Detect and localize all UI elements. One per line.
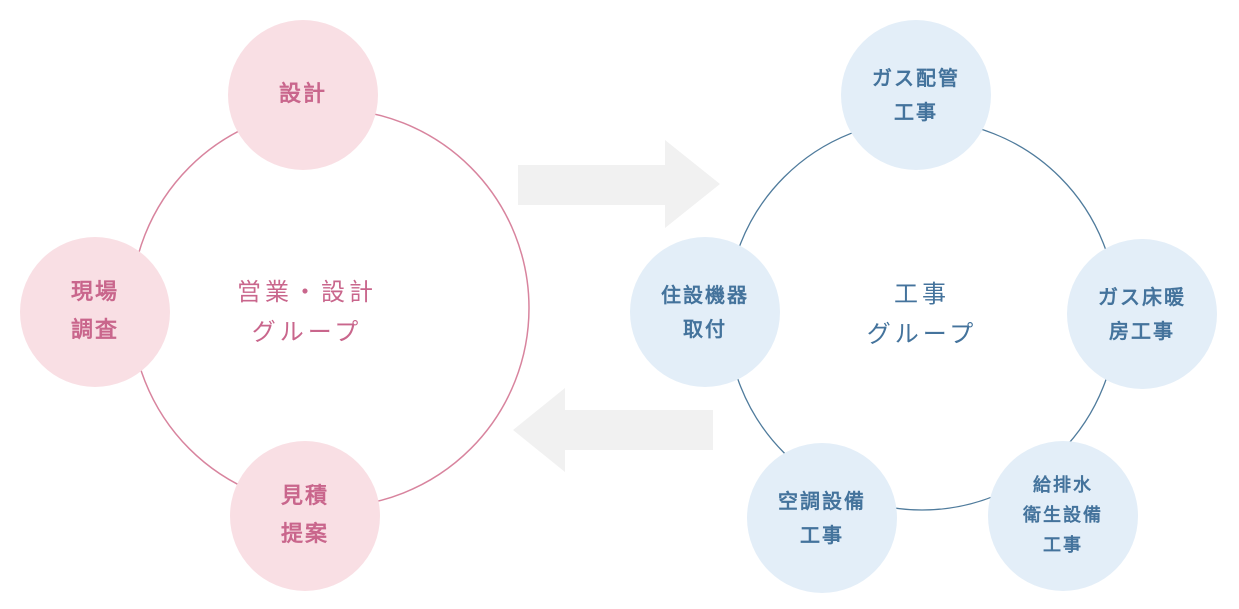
right-group-title: 工事 グループ <box>866 280 978 348</box>
left-arrow-icon <box>513 388 713 472</box>
node-estimate-proposal: 見積 提案 <box>230 441 380 591</box>
node-hvac: 空調設備 工事 <box>747 443 897 593</box>
node-plumbing: 給排水 衛生設備 工事 <box>988 441 1138 591</box>
node-equipment-install: 住設機器 取付 <box>630 237 780 387</box>
node-design: 設計 <box>228 20 378 170</box>
node-gas-piping: ガス配管 工事 <box>841 20 991 170</box>
node-site-survey: 現場 調査 <box>20 237 170 387</box>
right-arrow-icon <box>518 140 720 228</box>
node-gas-floor-heating: ガス床暖 房工事 <box>1067 239 1217 389</box>
left-group-title: 営業・設計 グループ <box>237 278 377 346</box>
